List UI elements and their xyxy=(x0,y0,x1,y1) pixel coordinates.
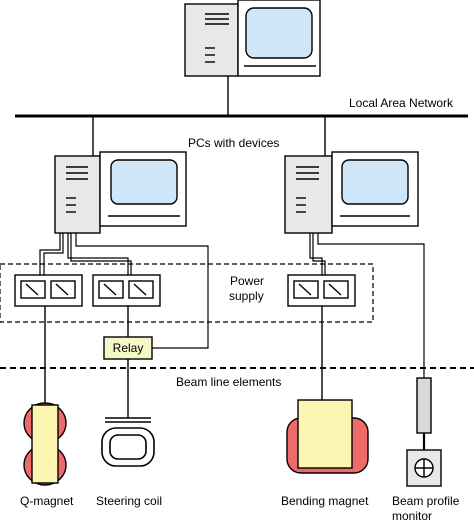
power-supply-middle xyxy=(92,274,161,307)
beam-profile-label-line1: Beam profile xyxy=(392,494,460,508)
server-screen xyxy=(245,7,313,59)
left-pc-screen xyxy=(110,159,178,205)
beam-profile-monitor-icon xyxy=(406,377,442,487)
right-pc-screen xyxy=(341,159,409,205)
server-pc xyxy=(184,0,321,77)
q-magnet-icon xyxy=(23,402,67,486)
left-pc xyxy=(54,151,187,234)
right-pc xyxy=(284,151,419,234)
power-supply-boundary xyxy=(0,263,374,323)
server-tower xyxy=(184,3,239,77)
power-supply-label-line1: Power xyxy=(230,274,265,288)
power-supply-left xyxy=(14,274,83,307)
beam-profile-label-line2: monitor xyxy=(392,509,433,523)
relay-label: Relay xyxy=(112,341,144,355)
pcs-label: PCs with devices xyxy=(188,136,280,150)
steering-coil-icon xyxy=(101,417,155,467)
q-magnet-label: Q-magnet xyxy=(20,494,74,508)
bending-magnet-icon xyxy=(286,399,369,474)
steering-coil-label: Steering coil xyxy=(96,494,163,508)
right-pc-tower xyxy=(284,155,333,234)
left-pc-tower xyxy=(54,155,101,234)
power-supply-right xyxy=(287,274,356,307)
beam-line-label: Beam line elements xyxy=(176,375,282,389)
lan-label: Local Area Network xyxy=(349,96,454,110)
bending-magnet-label: Bending magnet xyxy=(281,494,369,508)
power-supply-label-line2: supply xyxy=(229,289,264,303)
relay-box xyxy=(103,336,153,360)
